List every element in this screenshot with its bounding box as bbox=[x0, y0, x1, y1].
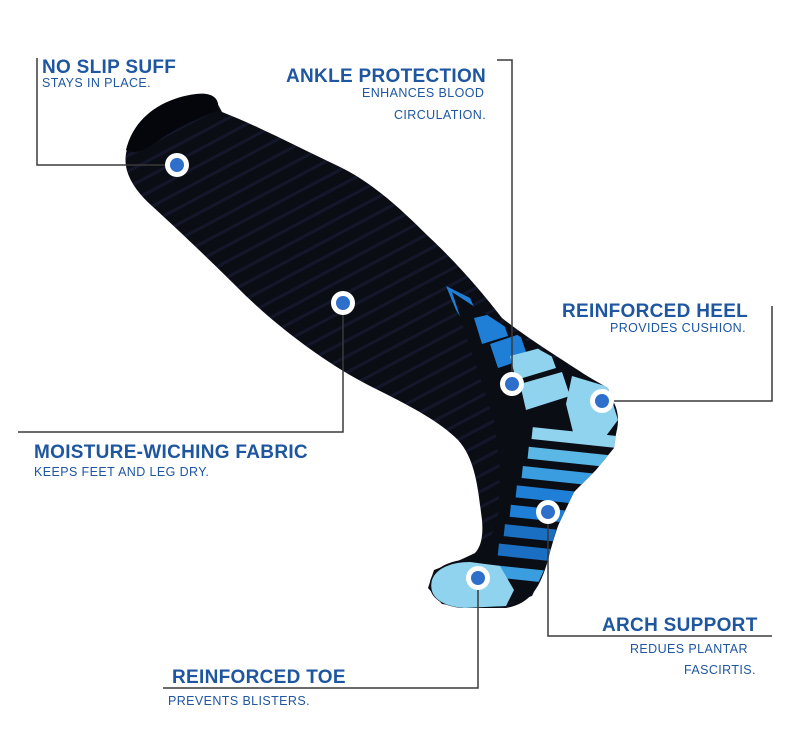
hotspot-dot-icon bbox=[500, 372, 524, 396]
hotspot-dot-icon bbox=[165, 153, 189, 177]
ankle-title: ANKLE PROTECTION bbox=[286, 66, 487, 87]
hotspot-dot-icon bbox=[466, 566, 490, 590]
sock-cuff bbox=[126, 93, 219, 153]
hotspots bbox=[165, 153, 614, 590]
arch-desc-line2: FASCIRTIS. bbox=[684, 663, 756, 677]
ankle-desc-line1: ENHANCES BLOOD bbox=[362, 86, 485, 100]
moisture-title: MOISTURE-WICHING FABRIC bbox=[34, 442, 308, 463]
hotspot-dot-icon bbox=[331, 291, 355, 315]
hotspot-dot-icon bbox=[536, 500, 560, 524]
hotspot-dot-icon bbox=[590, 389, 614, 413]
leader-lines bbox=[18, 58, 773, 689]
no-slip-title: NO SLIP SUFF bbox=[42, 57, 177, 78]
no-slip-desc: STAYS IN PLACE. bbox=[42, 76, 152, 90]
sock-leg bbox=[125, 94, 619, 609]
arch-title: ARCH SUPPORT bbox=[602, 615, 758, 636]
arch-desc-line1: REDUES PLANTAR bbox=[630, 642, 748, 656]
moisture-desc: KEEPS FEET AND LEG DRY. bbox=[34, 465, 210, 479]
toe-desc: PREVENTS BLISTERS. bbox=[168, 694, 310, 708]
toe-title: REINFORCED TOE bbox=[172, 667, 346, 688]
heel-title: REINFORCED HEEL bbox=[562, 301, 749, 322]
heel-desc: PROVIDES CUSHION. bbox=[610, 321, 746, 335]
ankle-desc-line2: CIRCULATION. bbox=[394, 108, 487, 122]
